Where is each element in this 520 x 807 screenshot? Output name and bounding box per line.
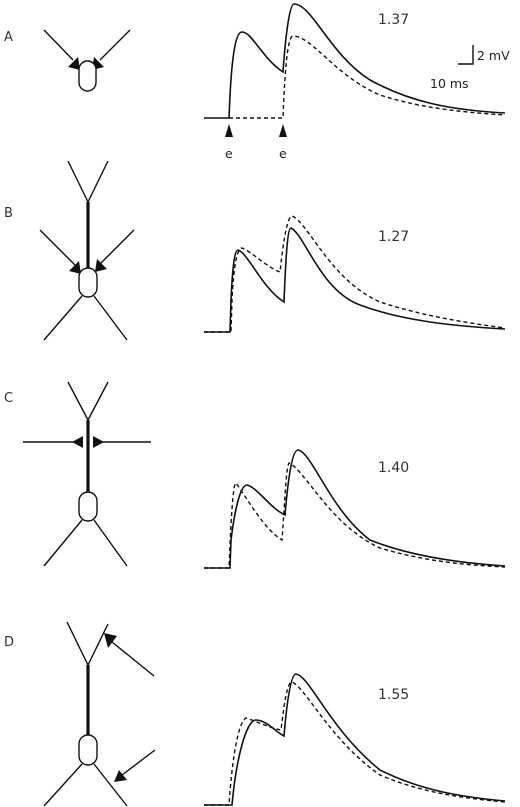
basal-dendrite-left <box>43 519 83 567</box>
neuron-diagram-c <box>23 381 151 567</box>
scale-bar-lines <box>458 45 474 65</box>
panel-b: B 1.27 <box>4 160 506 341</box>
panel-label-c: C <box>4 391 13 406</box>
trace-c-solid <box>204 449 506 569</box>
synapse-left-icon <box>72 436 83 448</box>
trace-c-dashed <box>204 462 506 569</box>
input-fiber-left <box>39 229 77 267</box>
input-fiber-right <box>99 29 131 61</box>
apical-branch-right <box>87 381 109 421</box>
ratio-d: 1.55 <box>378 687 409 703</box>
trace-b-solid <box>204 227 506 333</box>
trace-a-solid <box>204 3 506 119</box>
input-fiber-right <box>99 229 135 265</box>
synapse-right-icon <box>93 436 104 448</box>
apical-branch-left <box>67 381 89 421</box>
apical-branch-right <box>87 160 109 203</box>
soma <box>78 267 98 298</box>
basal-dendrite-right <box>93 519 128 567</box>
neuron-diagram-d <box>43 621 156 807</box>
trace-d-dashed <box>204 681 506 806</box>
scale-bar-time: 10 ms <box>430 76 469 91</box>
soma <box>78 60 97 92</box>
ratio-b: 1.27 <box>378 229 409 245</box>
trace-d-solid <box>204 673 506 806</box>
basal-dendrite-right <box>93 763 128 807</box>
panel-label-b: B <box>4 206 13 221</box>
basal-dendrite-right <box>93 295 128 341</box>
panel-a: A 1.37 2 mV 10 ms e e <box>4 3 510 161</box>
synapse-left-icon <box>69 261 81 274</box>
trace-b-dashed <box>204 215 506 333</box>
ratio-c: 1.40 <box>378 460 409 476</box>
input-fiber-lower <box>121 749 156 776</box>
input-fiber-upper <box>111 641 155 677</box>
soma <box>78 734 98 766</box>
soma <box>78 491 98 522</box>
ratio-a: 1.37 <box>378 12 409 28</box>
neuron-diagram-b <box>39 160 135 341</box>
apical-branch-left <box>66 621 89 666</box>
synapse-right-icon <box>95 259 107 272</box>
synapse-lower-icon <box>114 770 127 782</box>
panel-label-d: D <box>4 635 14 650</box>
trace-a-dashed <box>229 35 506 119</box>
input-fiber-left <box>43 29 74 61</box>
stimulus-label-1: e <box>225 146 233 161</box>
scale-bar-voltage: 2 mV <box>477 48 510 63</box>
panel-label-a: A <box>4 30 13 45</box>
stimulus-arrow-1-icon <box>225 124 233 137</box>
synapse-left-icon <box>68 57 80 70</box>
synapse-upper-icon <box>104 633 117 648</box>
panel-c: C 1.40 <box>4 381 506 569</box>
apical-branch-left <box>67 160 89 203</box>
stimulus-label-2: e <box>279 146 287 161</box>
basal-dendrite-left <box>43 295 83 341</box>
stimulus-arrow-2-icon <box>279 124 287 137</box>
apical-branch-right <box>87 623 109 666</box>
panel-d: D 1.55 <box>4 621 506 807</box>
basal-dendrite-left <box>43 763 83 807</box>
scale-bar: 2 mV 10 ms <box>430 45 510 91</box>
neuron-diagram-a <box>43 29 131 92</box>
